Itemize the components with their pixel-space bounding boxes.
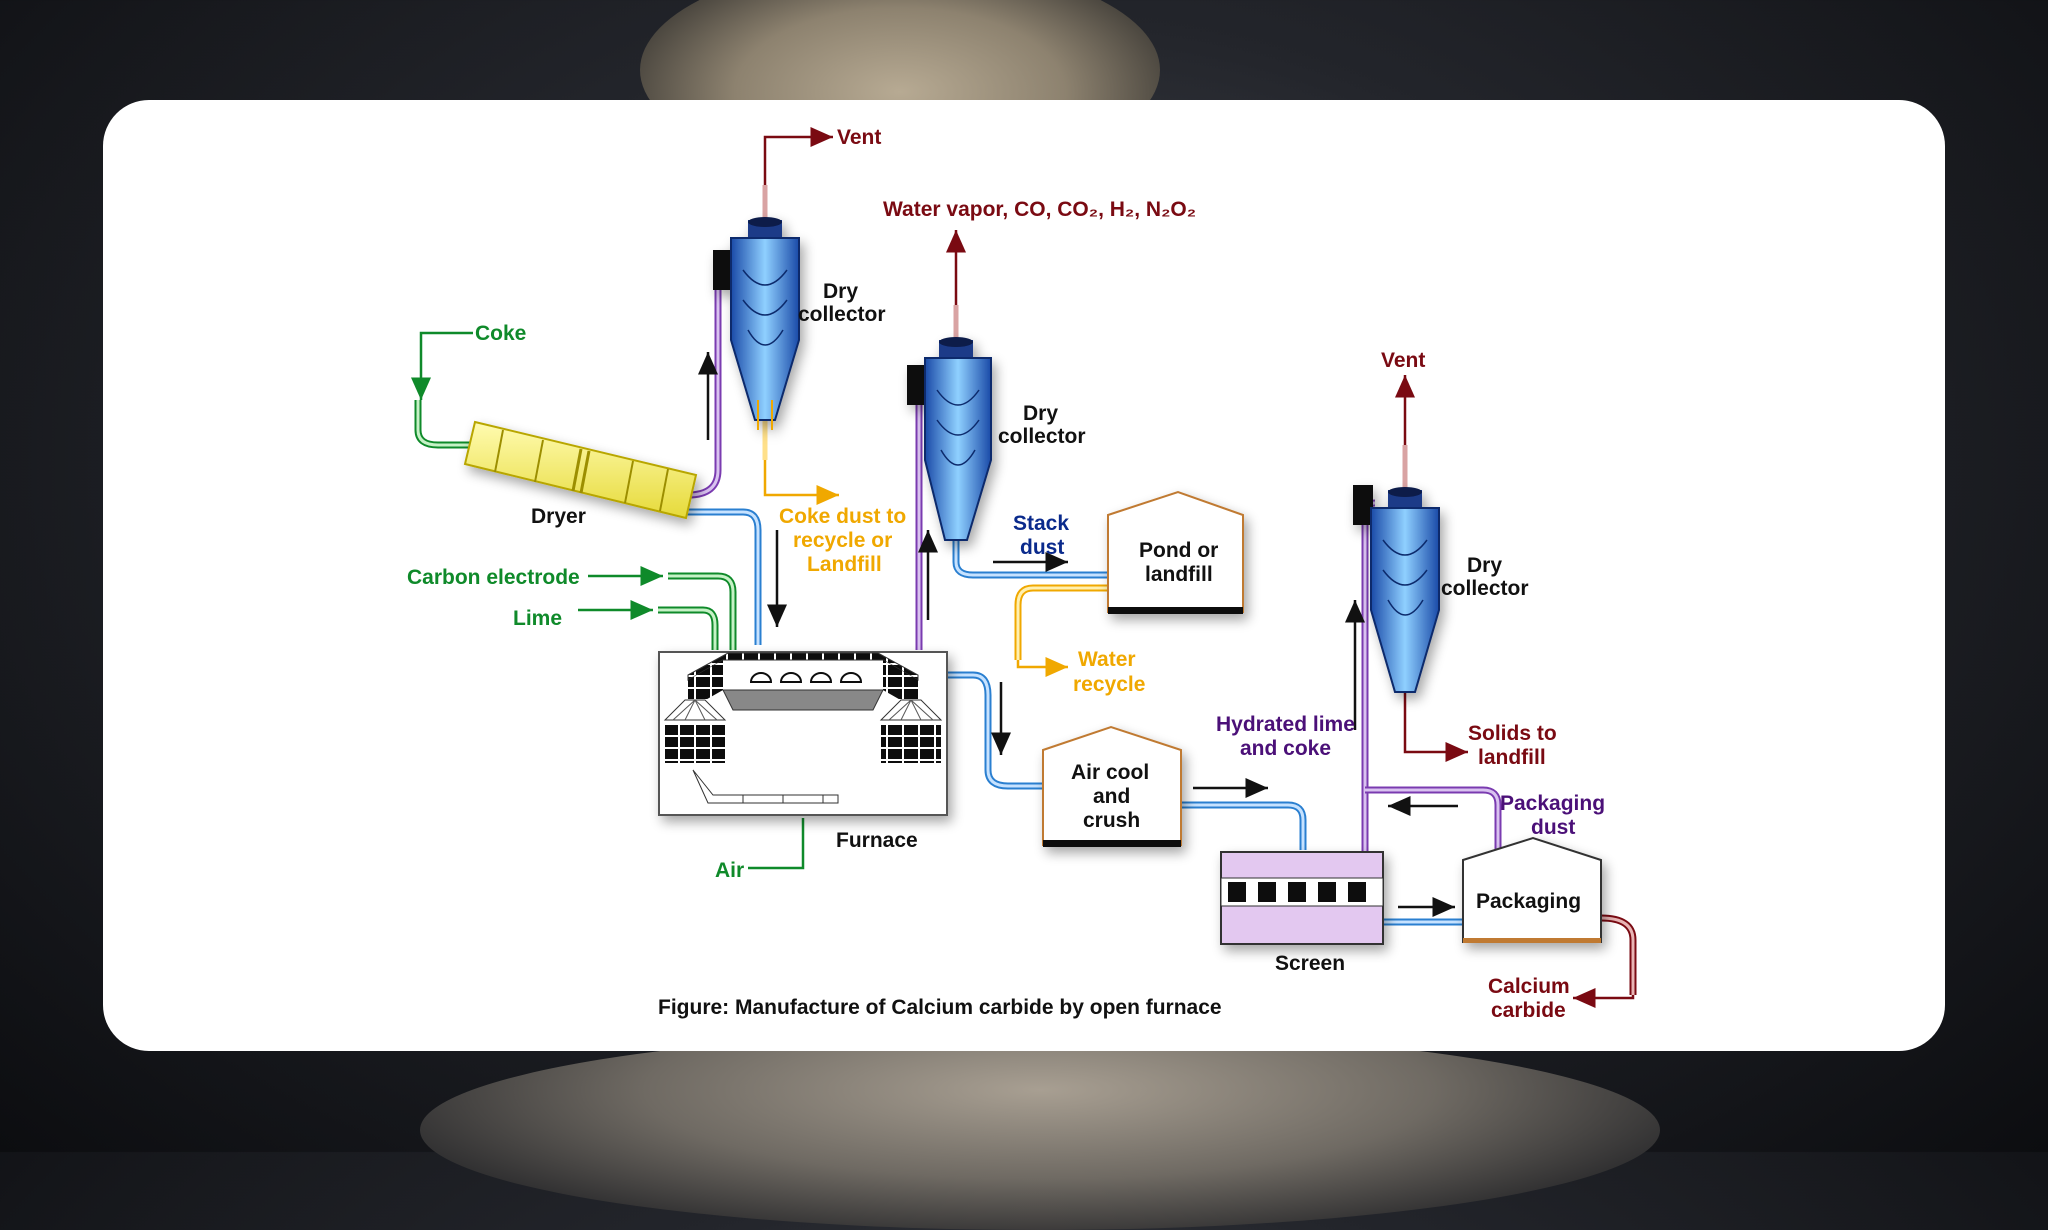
label-packaging-dust-1: Packaging <box>1500 792 1605 815</box>
pond-or-landfill <box>1107 490 1244 614</box>
label-solids-1: Solids to <box>1468 722 1557 745</box>
label-solids-2: landfill <box>1478 746 1546 769</box>
label-air-cool-3: crush <box>1083 809 1140 832</box>
air-cool-and-crush <box>1042 725 1182 847</box>
screen-unit <box>1220 851 1384 945</box>
air-line <box>748 818 805 870</box>
solids-line <box>1403 692 1468 762</box>
label-pond-2: landfill <box>1145 563 1213 586</box>
label-coke-dust-2: recycle or <box>793 529 892 552</box>
coke-feed-pipe <box>414 400 473 449</box>
dry-collector-3 <box>1353 485 1440 693</box>
coke-feed-line <box>411 331 473 400</box>
label-dry-collector-1b: collector <box>798 303 886 326</box>
label-furnace: Furnace <box>836 829 918 852</box>
label-air-cool-1: Air cool <box>1071 761 1149 784</box>
label-air: Air <box>715 859 744 882</box>
label-water-vapor: Water vapor, CO, CO₂, H₂, N₂O₂ <box>883 198 1196 221</box>
label-hydrated-lime-1: Hydrated lime <box>1216 713 1355 736</box>
dryer-to-cyclone1-pipe <box>687 266 734 499</box>
label-coke-dust-1: Coke dust to <box>779 505 906 528</box>
label-vent-top: Vent <box>837 126 881 149</box>
label-hydrated-lime-2: and coke <box>1240 737 1331 760</box>
packaging-dust-pipe <box>1365 786 1502 850</box>
furnace-to-aircool-pipe <box>948 671 1043 790</box>
label-packaging-dust-2: dust <box>1531 816 1575 839</box>
furnace <box>658 651 948 816</box>
calcium-carbide-line <box>1573 988 1635 1008</box>
label-vent-right: Vent <box>1381 349 1425 372</box>
background-rock-bottom <box>420 1030 1660 1230</box>
vent-top-line <box>763 127 833 220</box>
dryer <box>463 420 698 520</box>
water-recycle-line <box>1016 657 1068 677</box>
label-stack-dust-1: Stack <box>1013 512 1069 535</box>
lime-pipe <box>658 606 719 650</box>
aircool-to-screen-pipe <box>1181 801 1307 850</box>
label-calcium-1: Calcium <box>1488 975 1570 998</box>
coke-dust-line <box>763 420 839 505</box>
label-water-recycle-1: Water <box>1078 648 1136 671</box>
label-dry-collector-2b: collector <box>998 425 1086 448</box>
label-dry-collector-2a: Dry <box>1023 402 1058 425</box>
calcium-carbide-pipe <box>1600 914 1637 995</box>
dry-collector-1 <box>713 217 800 430</box>
figure-caption: Figure: Manufacture of Calcium carbide b… <box>658 996 1222 1019</box>
label-stack-dust-2: dust <box>1020 536 1064 559</box>
process-flow-diagram: Vent Water vapor, CO, CO₂, H₂, N₂O₂ Dry … <box>407 126 1637 1022</box>
label-dryer: Dryer <box>531 505 586 528</box>
label-lime: Lime <box>513 607 562 630</box>
label-packaging: Packaging <box>1476 890 1581 913</box>
label-water-recycle-2: recycle <box>1073 673 1145 696</box>
packaging-unit <box>1462 836 1602 943</box>
label-dry-collector-1a: Dry <box>823 280 858 303</box>
label-dry-collector-3a: Dry <box>1467 554 1502 577</box>
label-dry-collector-3b: collector <box>1441 577 1529 600</box>
label-coke: Coke <box>475 322 526 345</box>
label-carbon-electrode: Carbon electrode <box>407 566 580 589</box>
label-air-cool-2: and <box>1093 785 1130 808</box>
label-calcium-2: carbide <box>1491 999 1566 1022</box>
label-coke-dust-3: Landfill <box>807 553 882 576</box>
dry-collector-2 <box>907 337 992 541</box>
label-pond-1: Pond or <box>1139 539 1218 562</box>
diagram-card: Vent Water vapor, CO, CO₂, H₂, N₂O₂ Dry … <box>103 100 1945 1051</box>
label-screen: Screen <box>1275 952 1345 975</box>
